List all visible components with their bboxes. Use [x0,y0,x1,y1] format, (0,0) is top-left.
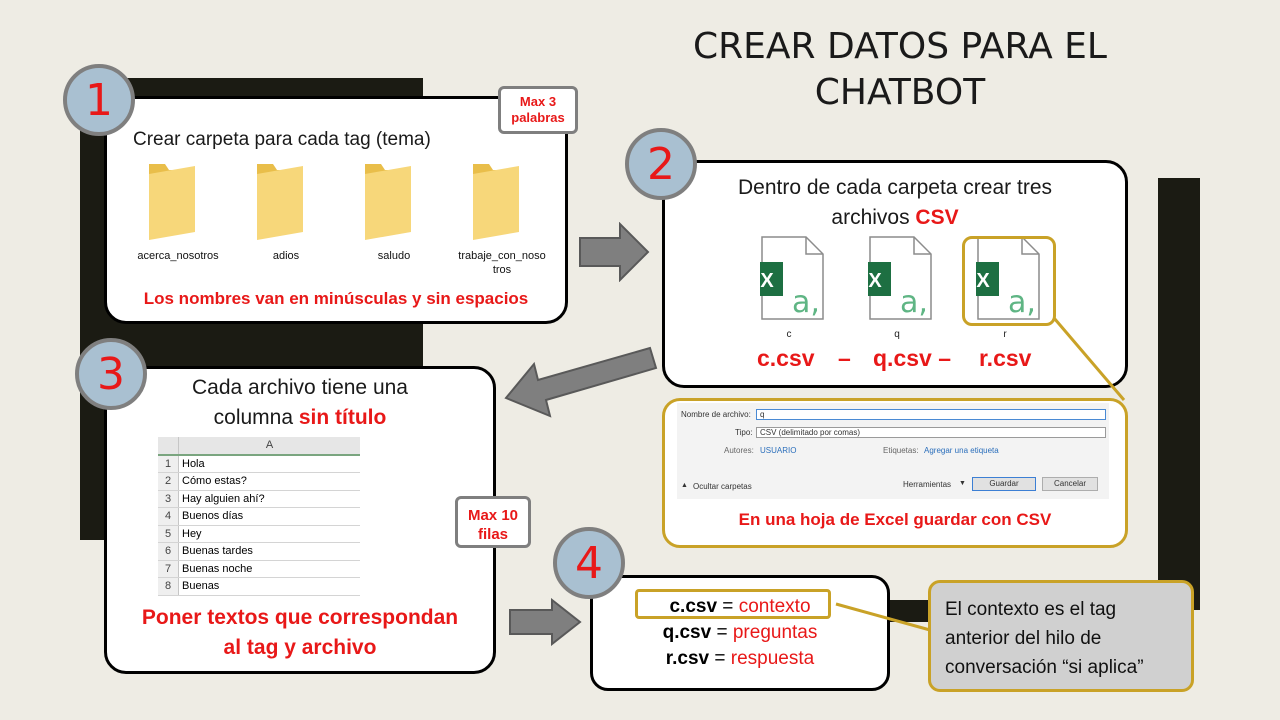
save-button[interactable]: Guardar [972,477,1036,491]
column-header: A [178,437,360,456]
filename-input[interactable]: q [756,409,1106,420]
tags-value[interactable]: Agregar una etiqueta [924,446,999,455]
csv-file-label: c [786,329,792,340]
csv-glyph: a, [900,285,928,320]
cell[interactable]: Hey [178,525,360,543]
csv-file-label: r [1003,329,1007,340]
cell[interactable]: Buenos días [178,507,360,526]
csv-filename: c.csv [757,345,815,371]
page-title: CREAR DATOS PARA EL CHATBOT [693,26,1107,113]
r-file-highlight [962,236,1056,326]
authors-value[interactable]: USUARIO [760,446,797,455]
callout-connector [835,602,931,632]
step3-heading: Cada archivo tiene una columna sin títul… [192,376,408,429]
filename-label: Nombre de archivo: [681,410,751,419]
step4-item: q.csv = preguntas [662,622,818,643]
step1-heading: Crear carpeta para cada tag (tema) [133,129,431,150]
cell[interactable]: Hola [178,454,360,473]
csv-filename: q.csv – [873,345,951,371]
context-highlight [635,589,831,619]
caret-down-icon[interactable]: ▼ [959,480,966,487]
context-callout: El contexto es el tag anterior del hilo … [928,580,1194,692]
folder-label: acerca_nosotros [137,250,219,262]
step1-note: Max 3 palabras [498,86,578,134]
folder-label: trabaje_con_noso tros [458,250,546,276]
folder-label: adios [272,250,300,262]
authors-label: Autores: [724,446,754,455]
chevron-up-icon[interactable]: ▲ [681,482,688,489]
decor-bar-right [1158,178,1200,610]
step2-number: 2 [625,128,697,200]
folder-icon [365,164,411,240]
type-label: Tipo: [735,428,753,437]
connector-line [1052,317,1126,401]
cancel-button[interactable]: Cancelar [1042,477,1098,491]
csv-file-icon: X a, [760,236,824,320]
cell[interactable]: Buenas noche [178,560,360,578]
corner-cell [158,437,179,456]
step4-number: 4 [553,527,625,599]
cell[interactable]: Cómo estas? [178,472,360,491]
cell[interactable]: Hay alguien ahí? [178,490,360,508]
cell[interactable]: Buenas tardes [178,542,360,561]
csv-glyph: a, [792,285,820,320]
step4-item: c.csv = contexto [669,596,811,617]
csv-file-icon: X a, [976,236,1040,320]
csv-file-icon: X a, [868,236,932,320]
tools-menu[interactable]: Herramientas [903,480,952,489]
type-select[interactable]: CSV (delimitado por comas) [756,427,1106,438]
step4-panel: c.csv = contexto q.csv = preguntas r.csv… [590,575,890,691]
step1-number: 1 [63,64,135,136]
excel-letter: X [976,270,990,292]
save-dialog: Nombre de archivo: q Tipo: CSV (delimita… [677,403,1109,499]
folder-icon [149,164,195,240]
excel-letter: X [760,270,774,292]
arrow-right-icon [509,598,582,646]
csv-glyph: a, [1008,285,1036,320]
folder-label: saludo [377,250,411,262]
save-dialog-caption: En una hoja de Excel guardar con CSV [738,510,1052,529]
hide-folders-link[interactable]: Ocultar carpetas [693,482,752,491]
step3-note: Max 10 filas [455,496,531,548]
arrow-right-icon [579,222,650,282]
step3-footer: Poner textos que correspondan al tag y a… [141,606,459,659]
step4-item: r.csv = respuesta [665,648,815,669]
excel-letter: X [868,270,882,292]
csv-file-label: q [894,329,900,340]
step3-number: 3 [75,338,147,410]
step1-footer: Los nombres van en minúsculas y sin espa… [143,289,529,308]
cell[interactable]: Buenas [178,577,360,596]
tags-label: Etiquetas: [883,446,919,455]
csv-separator: – [838,345,851,371]
folder-icon [257,164,303,240]
arrow-down-left-icon [504,346,658,418]
csv-filename: r.csv [979,345,1032,371]
step2-heading: Dentro de cada carpeta crear tres archiv… [738,176,1052,229]
folder-icon [473,164,519,240]
